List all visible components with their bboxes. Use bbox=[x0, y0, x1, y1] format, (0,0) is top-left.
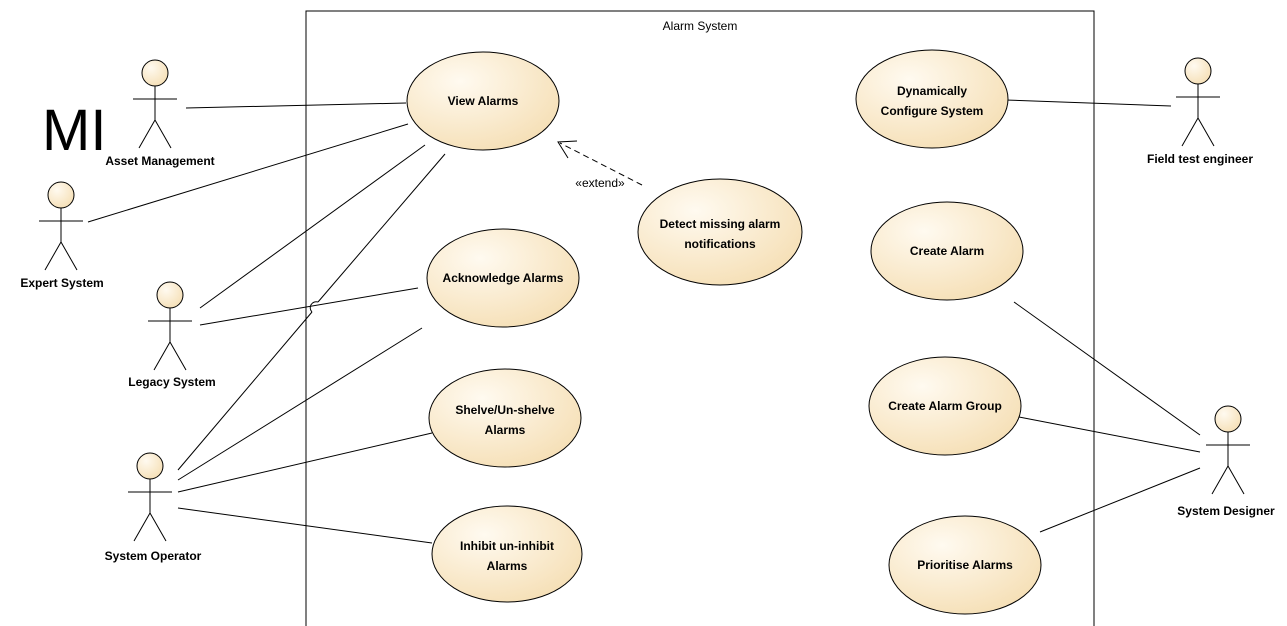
assoc-operator-inhibit bbox=[177, 507, 433, 544]
use-case-acknowledge-alarms[interactable]: Acknowledge Alarms bbox=[426, 228, 580, 328]
assoc-legacy-ack bbox=[199, 287, 419, 326]
assoc-operator-view-a bbox=[177, 311, 313, 471]
assoc-operator-shelve bbox=[177, 432, 433, 493]
actor-icon bbox=[1176, 57, 1220, 147]
actor-label: Asset Management bbox=[105, 154, 214, 168]
actor-icon bbox=[39, 181, 83, 271]
actor-system-designer[interactable]: System Designer bbox=[1177, 405, 1275, 518]
page-fragment-text: MI bbox=[42, 98, 106, 163]
use-case-label: View Alarms bbox=[448, 94, 519, 108]
actor-icon bbox=[133, 59, 177, 149]
use-case-label: Prioritise Alarms bbox=[917, 558, 1013, 572]
extend-label: «extend» bbox=[575, 176, 625, 190]
actor-icon bbox=[1206, 405, 1250, 495]
assoc-operator-ack bbox=[177, 327, 423, 481]
actor-label: Legacy System bbox=[128, 375, 215, 389]
actor-legacy-system[interactable]: Legacy System bbox=[128, 281, 216, 389]
assoc-designer-prioritise bbox=[1039, 467, 1201, 533]
assoc-designer-create bbox=[1013, 301, 1201, 436]
actor-label: Expert System bbox=[20, 276, 103, 290]
assoc-field-config bbox=[1004, 99, 1172, 107]
use-case-prioritise-alarms[interactable]: Prioritise Alarms bbox=[888, 515, 1042, 615]
use-case-create-alarm-group[interactable]: Create Alarm Group bbox=[868, 356, 1022, 456]
use-case-label: Create Alarm Group bbox=[888, 399, 1002, 413]
extend-relationship[interactable]: «extend» bbox=[557, 140, 643, 190]
assoc-expert-view bbox=[87, 123, 409, 223]
assoc-operator-view-hop bbox=[309, 301, 319, 313]
assoc-designer-group bbox=[1018, 416, 1201, 453]
actor-icon bbox=[148, 281, 192, 371]
actor-icon bbox=[128, 452, 172, 542]
actor-label: Field test engineer bbox=[1147, 152, 1253, 166]
assoc-operator-view-b bbox=[317, 153, 446, 303]
assoc-asset-view bbox=[185, 102, 407, 109]
assoc-legacy-view bbox=[199, 144, 426, 309]
actor-label: System Designer bbox=[1177, 504, 1275, 518]
actor-label: System Operator bbox=[105, 549, 202, 563]
actor-expert-system[interactable]: Expert System bbox=[20, 181, 104, 290]
associations bbox=[87, 99, 1201, 544]
use-case-view-alarms[interactable]: View Alarms bbox=[406, 51, 560, 151]
use-case-label: Acknowledge Alarms bbox=[443, 271, 564, 285]
extend-arrowhead bbox=[557, 140, 578, 159]
actor-asset-management[interactable]: Asset Management bbox=[105, 59, 215, 168]
use-case-label: Create Alarm bbox=[910, 244, 984, 258]
actor-system-operator[interactable]: System Operator bbox=[105, 452, 202, 563]
system-title: Alarm System bbox=[663, 19, 738, 33]
use-case-create-alarm[interactable]: Create Alarm bbox=[870, 201, 1024, 301]
actor-field-test-engineer[interactable]: Field test engineer bbox=[1147, 57, 1253, 166]
